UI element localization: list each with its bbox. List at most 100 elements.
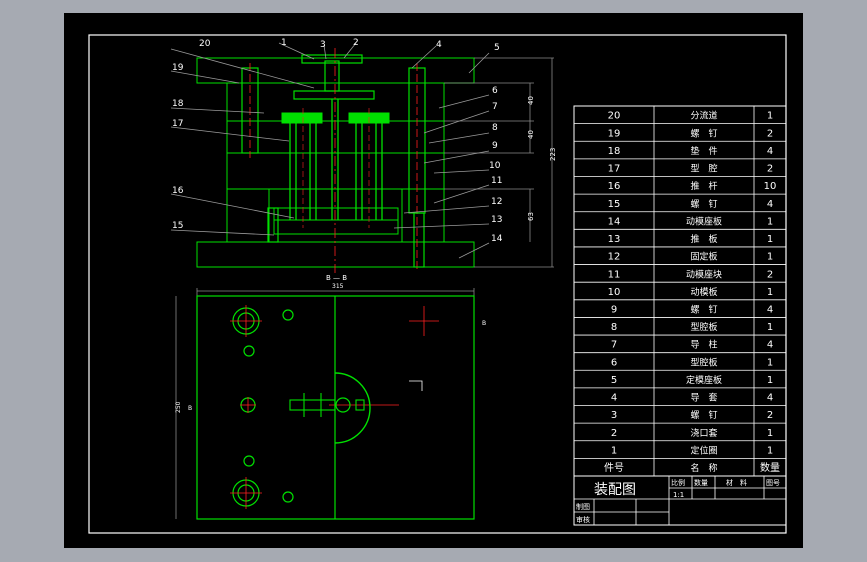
bom-qty: 4 [767,304,773,315]
bom-qty: 4 [767,199,773,210]
bom-no: 20 [608,111,621,122]
bom-name: 螺 钉 [690,410,717,421]
bom-name: 定模座板 [686,374,722,386]
bom-no: 10 [608,287,621,298]
bom-no: 3 [611,410,617,421]
drawing-sheet: 223 40 40 63 1 2 3 4 5 6 7 8 9 [64,13,803,548]
bom-no: 7 [611,340,617,351]
callout-19: 19 [172,63,184,73]
bom-name: 型 腔 [690,163,717,175]
bom-qty: 1 [767,428,773,439]
callout-18: 18 [172,99,184,109]
scale-label: 比例 [671,478,685,487]
bom-no: 5 [611,375,617,386]
callout-11: 11 [491,176,502,186]
dim-c: 63 [527,212,535,221]
bom-qty: 1 [767,252,773,263]
bom-qty: 2 [767,128,773,139]
callout-12: 12 [491,197,502,207]
section-label: B — B [326,274,347,282]
material-label: 材 料 [726,478,747,487]
bom-qty: 4 [767,340,773,351]
callout-4: 4 [436,40,442,50]
bom-name: 型腔板 [690,321,717,333]
bom-no: 15 [608,199,621,210]
callout-13: 13 [491,215,502,225]
checked-label: 审核 [576,515,590,524]
section-mark-left: B [188,405,192,412]
bom-no: 14 [608,216,621,227]
callout-8: 8 [492,123,498,133]
section-view: 223 40 40 63 [196,48,557,273]
bom-name: 定位圈 [690,444,717,456]
qty-label: 数量 [694,478,708,487]
bom-no: 13 [608,234,621,245]
bom-name: 固定板 [690,251,717,263]
bom-qty: 1 [767,375,773,386]
dim-a: 40 [527,96,535,105]
callout-20: 20 [199,39,211,49]
callout-16: 16 [172,186,184,196]
bom-name: 型腔板 [690,356,717,368]
bom-name: 动模座板 [686,215,722,227]
bom-qty: 2 [767,410,773,421]
bom-name: 浇口套 [690,427,717,439]
bom-header-name: 名 称 [690,462,717,474]
bom-no: 4 [611,393,617,404]
drawn-label: 制图 [576,502,590,511]
dim-total: 223 [549,148,557,161]
width-dim: 315 [332,283,344,290]
bom-name: 动模座块 [686,268,722,280]
bom-name: 螺 钉 [690,128,717,139]
bom-no: 6 [611,357,617,368]
bom-name: 垫 件 [690,145,717,157]
callout-6: 6 [492,86,498,96]
bom-name: 螺 钉 [690,199,717,210]
bom-name: 动模板 [690,286,717,298]
callout-14: 14 [491,234,503,244]
bom-name: 螺 钉 [690,304,717,315]
bom-qty: 1 [767,216,773,227]
bom-name: 推 杆 [690,180,717,192]
callout-10: 10 [489,161,501,171]
bom-qty: 1 [767,111,773,122]
bom-qty: 10 [764,181,777,192]
bom-no: 12 [608,252,621,263]
bom-header-qty: 数量 [760,461,780,474]
bom-qty: 1 [767,357,773,368]
scale-value: 1:1 [673,491,684,499]
plan-view: B — B 315 250 B B [175,274,486,520]
bom-qty: 1 [767,322,773,333]
drawing-no-label: 图号 [766,479,780,487]
title-text: 装配图 [594,482,636,498]
callout-7: 7 [492,102,498,112]
bom-no: 9 [611,304,617,315]
bom-no: 2 [611,428,617,439]
callout-3: 3 [320,40,326,50]
callout-leaders [170,42,490,259]
bom-no: 18 [608,146,621,157]
bom-name: 推 板 [690,233,717,245]
bom-name: 导 柱 [690,339,717,351]
drawing-canvas: 223 40 40 63 1 2 3 4 5 6 7 8 9 [88,34,787,534]
bom-no: 19 [608,128,621,139]
callout-15: 15 [172,221,183,231]
bom-qty: 1 [767,234,773,245]
section-mark-right: B [482,320,486,327]
callout-17: 17 [172,119,183,129]
dim-b: 40 [527,130,535,139]
bom-no: 1 [611,445,617,456]
bom-no: 17 [608,164,621,175]
title-block: 装配图 比例 数量 材 料 图号 1:1 制图 审核 [573,475,787,526]
height-dim: 250 [175,401,182,413]
bom-qty: 2 [767,269,773,280]
bom-qty: 4 [767,146,773,157]
bom-qty: 1 [767,445,773,456]
bom-qty: 4 [767,393,773,404]
bom-qty: 1 [767,287,773,298]
callout-2: 2 [353,38,359,48]
bom-no: 11 [608,269,621,280]
bom-no: 16 [608,181,621,192]
callout-5: 5 [494,43,500,53]
